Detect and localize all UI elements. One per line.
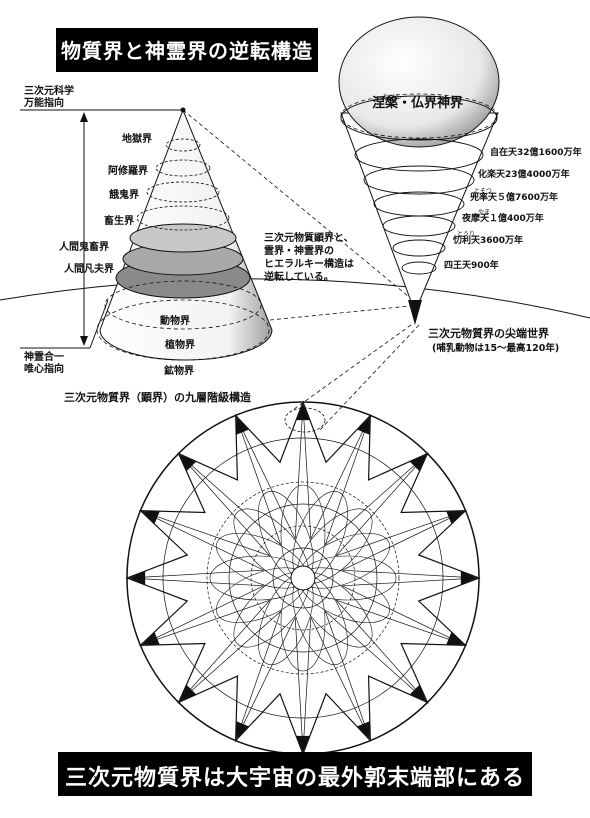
axis-top-label-1: 三次元科学 <box>24 86 74 97</box>
tip-label: 三次元物質界の尖端世界 <box>428 327 549 340</box>
star-tip <box>295 735 311 752</box>
right-cone <box>338 16 500 325</box>
ruby-text: とうり <box>457 231 476 238</box>
star-tip <box>129 570 146 586</box>
heaven-label: 兜率天５億7600万年 <box>470 193 559 203</box>
star-tip <box>295 404 311 421</box>
ruby-text: ねはん <box>383 94 402 101</box>
level-label: 鉱物界 <box>164 366 194 377</box>
projection-line <box>269 305 411 321</box>
note-line: 霊界・神霊界の <box>264 246 334 257</box>
page-title: 物質界と神霊界の逆転構造 <box>61 39 313 63</box>
level-label: 畜生界 <box>104 216 134 227</box>
axis-top-label-2: 万能指向 <box>24 98 64 109</box>
level-label: 人間凡夫界 <box>64 264 114 275</box>
left-cone-caption: 三次元物質界（顕界）の九層階級構造 <box>64 391 251 404</box>
title-banner: 物質界と神霊界の逆転構造 <box>56 28 318 72</box>
star-tip <box>142 511 160 525</box>
left-cone <box>96 107 273 361</box>
star-tip <box>446 511 464 525</box>
level-label: 阿修羅界 <box>108 166 148 177</box>
note-line: ヒエラルキー構造は <box>264 259 354 270</box>
arrow-down-icon <box>80 336 88 346</box>
level-label: 動物界 <box>160 316 190 327</box>
bottom-banner: 三次元物質界は大宇宙の最外郭末端部にある <box>58 752 532 796</box>
level-label: 植物界 <box>165 340 195 351</box>
horizon-curve <box>0 278 590 319</box>
star-tip <box>460 570 477 586</box>
heaven-label: 化楽天23億4000万年 <box>478 170 570 180</box>
star-tip <box>142 631 160 645</box>
heaven-label: 自在天32億1600万年 <box>490 148 582 158</box>
note-line: 三次元物質顕界と、 <box>264 233 354 244</box>
star-tip <box>356 417 370 435</box>
heaven-label: 忉利天3600万年 <box>453 236 524 246</box>
star-tip <box>446 631 464 645</box>
ruby-text: やま <box>478 209 491 216</box>
note-line: 逆転している。 <box>264 272 334 283</box>
heaven-label: 四王天900年 <box>444 261 499 271</box>
zoom-line <box>317 324 420 433</box>
projection-line <box>182 109 421 307</box>
ruby-text: とそつ <box>474 188 492 195</box>
sphere-label: 涅槃・仏界神界 <box>372 96 464 111</box>
star-tip <box>236 417 250 435</box>
arrow-up-icon <box>80 112 88 122</box>
axis-bottom-label-1: 神霊合一 <box>24 352 64 363</box>
star-tip <box>236 721 250 739</box>
heaven-label: 夜摩天１億400万年 <box>462 214 544 224</box>
star-mandala <box>125 400 481 756</box>
axis-bottom-label-2: 唯心指向 <box>24 364 64 375</box>
star-tip <box>356 721 370 739</box>
level-label: 地獄界 <box>122 134 152 145</box>
level-label: 餓鬼界 <box>109 190 139 201</box>
level-label: 人間鬼畜界 <box>59 242 109 253</box>
bottom-caption: 三次元物質界は大宇宙の最外郭末端部にある <box>64 766 525 791</box>
tip-sublabel: (哺乳動物は15～最高120年) <box>432 343 560 354</box>
zoom-line <box>289 324 412 413</box>
